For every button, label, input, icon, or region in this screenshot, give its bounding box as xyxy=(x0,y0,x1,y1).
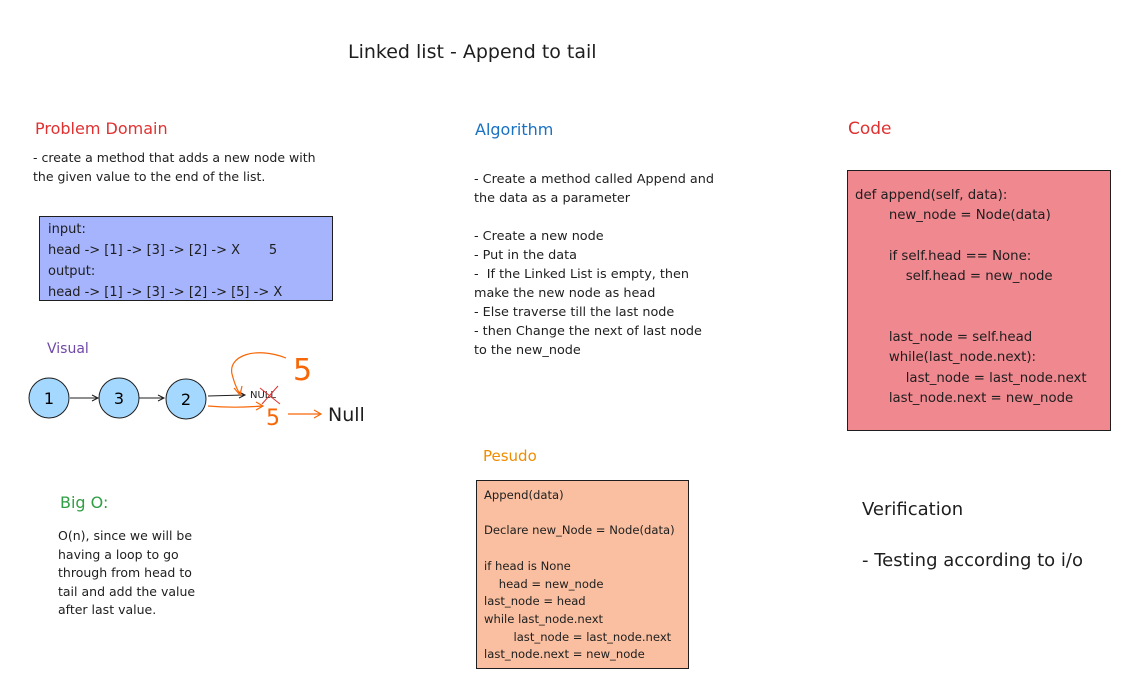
five-to-null-arrowhead xyxy=(313,409,323,419)
arrowhead-1-3 xyxy=(91,394,100,402)
null-word: Null xyxy=(328,404,365,426)
null-label: NULL xyxy=(250,390,276,401)
arrowhead-3-2 xyxy=(157,394,166,402)
problem-domain-heading: Problem Domain xyxy=(35,119,168,138)
big-o-heading: Big O: xyxy=(60,493,109,512)
verification-heading: Verification xyxy=(862,499,964,520)
node2-to-five-arrow xyxy=(207,405,263,408)
input-output-box: input: head -> [1] -> [3] -> [2] -> X 5 … xyxy=(39,216,333,301)
visual-diagram: 1 3 2 NULL 5 5 Null xyxy=(28,352,365,431)
node2-to-five-arrowhead xyxy=(255,401,265,411)
problem-domain-text: - create a method that adds a new node w… xyxy=(33,150,316,184)
pseudo-box: Append(data) Declare new_Node = Node(dat… xyxy=(476,480,689,669)
arrow-2-null xyxy=(207,394,245,397)
code-heading: Code xyxy=(848,119,892,139)
null-cross-mark xyxy=(259,385,281,405)
visual-heading: Visual xyxy=(47,341,89,357)
verification-text: - Testing according to i/o xyxy=(862,550,1083,571)
node-1: 1 xyxy=(28,377,70,419)
node-3: 3 xyxy=(98,377,140,419)
new-value-arrow: 5 xyxy=(266,406,280,431)
node-2: 2 xyxy=(165,378,207,420)
big-o-text: O(n), since we will be having a loop to … xyxy=(58,528,196,617)
algorithm-heading: Algorithm xyxy=(475,120,554,139)
code-box: def append(self, data): new_node = Node(… xyxy=(847,170,1111,431)
algorithm-text: - Create a method called Append and the … xyxy=(474,172,714,358)
node-2-label: 2 xyxy=(181,390,191,409)
new-value-top: 5 xyxy=(293,353,312,388)
pseudo-heading: Pesudo xyxy=(483,447,537,465)
page-title: Linked list - Append to tail xyxy=(348,41,597,63)
new-node-curve-arrowhead xyxy=(233,385,243,397)
new-node-curve-arrow xyxy=(231,352,287,395)
node-3-label: 3 xyxy=(114,389,124,408)
node-1-label: 1 xyxy=(44,389,54,408)
